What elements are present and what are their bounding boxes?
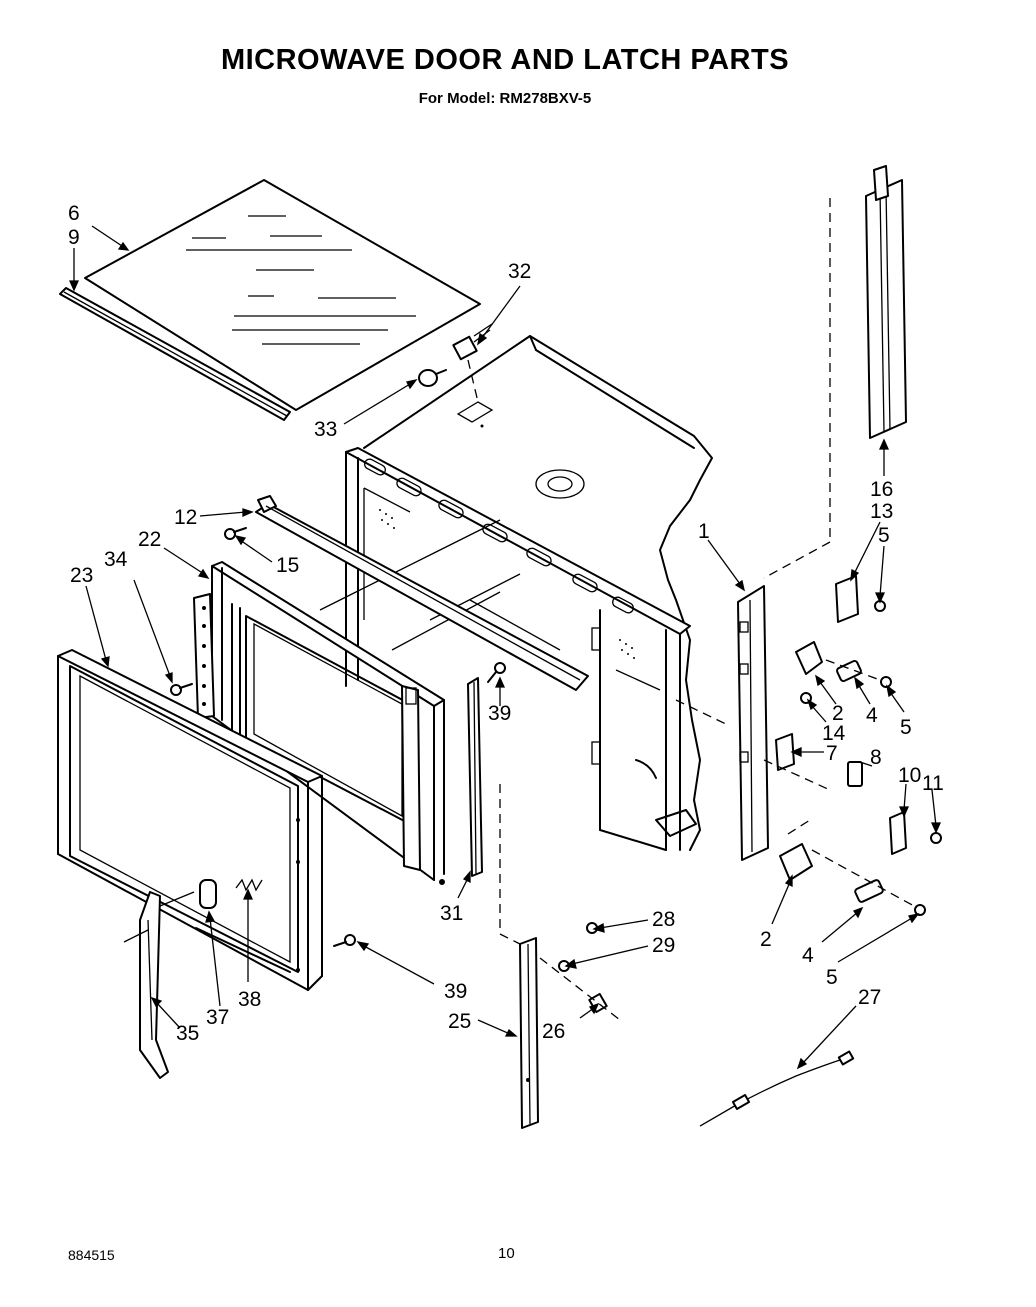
- callout-1: 1: [698, 520, 710, 543]
- switch-2b-part: [779, 843, 813, 881]
- outer-door-part: [57, 649, 323, 991]
- callout-14: 14: [822, 722, 846, 745]
- screw-11-part: [930, 832, 942, 844]
- screw-5c-part: [914, 904, 926, 916]
- latch-37-part: [199, 879, 217, 909]
- screw-15-part: [224, 527, 247, 540]
- callout-4a: 4: [866, 704, 878, 727]
- hinge-bar-16-part: [865, 165, 907, 439]
- actuator-4b-part: [854, 879, 884, 903]
- callout-2b: 2: [760, 928, 772, 951]
- assembly-guide-lines: [763, 659, 915, 907]
- callout-10: 10: [898, 764, 921, 787]
- oven-cavity-part: [319, 335, 713, 851]
- screw-34-part: [170, 683, 193, 696]
- screw-39b-part: [333, 934, 356, 947]
- callout-9: 9: [68, 226, 80, 249]
- model-subtitle: For Model: RM278BXV-5: [418, 90, 592, 107]
- callout-23: 23: [70, 564, 93, 587]
- screw-5b-part: [880, 676, 892, 688]
- callout-15: 15: [276, 554, 299, 577]
- callout-37: 37: [206, 1006, 229, 1029]
- callout-8: 8: [870, 746, 882, 769]
- screw-39a-part: [487, 662, 506, 683]
- callout-38: 38: [238, 988, 261, 1011]
- page-title: MICROWAVE DOOR AND LATCH PARTS: [220, 44, 790, 76]
- top-bar-part: [255, 495, 589, 691]
- callout-31: 31: [440, 902, 463, 925]
- callout-labels: 6 9 32 33 12 15 22 34 23 39 31 16 13 5 1…: [68, 202, 944, 1045]
- latch-arm-part: [123, 891, 195, 1079]
- callout-29: 29: [652, 934, 675, 957]
- callout-11: 11: [922, 772, 944, 795]
- switch-8-part: [847, 761, 863, 787]
- lamp-socket-part: [452, 323, 494, 428]
- callout-27: 27: [858, 986, 881, 1009]
- callout-26: 26: [542, 1020, 565, 1043]
- leader-arrows: [68, 225, 942, 1070]
- wire-harness-27-part: [699, 1050, 855, 1127]
- callout-5c: 5: [826, 966, 838, 989]
- switch-2a-part: [795, 641, 823, 675]
- callout-28: 28: [652, 908, 675, 931]
- callout-13: 13: [870, 500, 893, 523]
- callout-5a: 5: [878, 524, 890, 547]
- glass-panel-part: [84, 179, 481, 411]
- callout-33: 33: [314, 418, 337, 441]
- callout-25: 25: [448, 1010, 471, 1033]
- bracket-10-part: [889, 811, 907, 855]
- page-number: 10: [498, 1245, 515, 1262]
- lamp-bulb-part: [418, 369, 447, 387]
- callout-6: 6: [68, 202, 80, 225]
- callout-39a: 39: [488, 702, 511, 725]
- callout-12: 12: [174, 506, 197, 529]
- document-number: 884515: [68, 1247, 115, 1263]
- callout-5b: 5: [900, 716, 912, 739]
- plate-7-part: [775, 733, 795, 771]
- callout-35: 35: [176, 1022, 199, 1045]
- trim-strip-part: [59, 287, 291, 421]
- callout-2a: 2: [832, 702, 844, 725]
- hinge-13-part: [835, 575, 859, 623]
- callout-7: 7: [826, 742, 838, 765]
- callout-34: 34: [104, 548, 128, 571]
- inner-door-frame-part: [193, 561, 445, 885]
- callout-32: 32: [508, 260, 531, 283]
- latch-bracket-25-part: [499, 784, 539, 1129]
- callout-39b: 39: [444, 980, 467, 1003]
- choke-strip-part: [467, 677, 483, 877]
- callout-4b: 4: [802, 944, 814, 967]
- callout-22: 22: [138, 528, 161, 551]
- callout-16: 16: [870, 478, 893, 501]
- actuator-4a-part: [836, 659, 862, 683]
- latch-plate-1-part: [675, 198, 831, 861]
- spring-38-part: [235, 878, 263, 892]
- switch-26-part: [539, 957, 621, 1021]
